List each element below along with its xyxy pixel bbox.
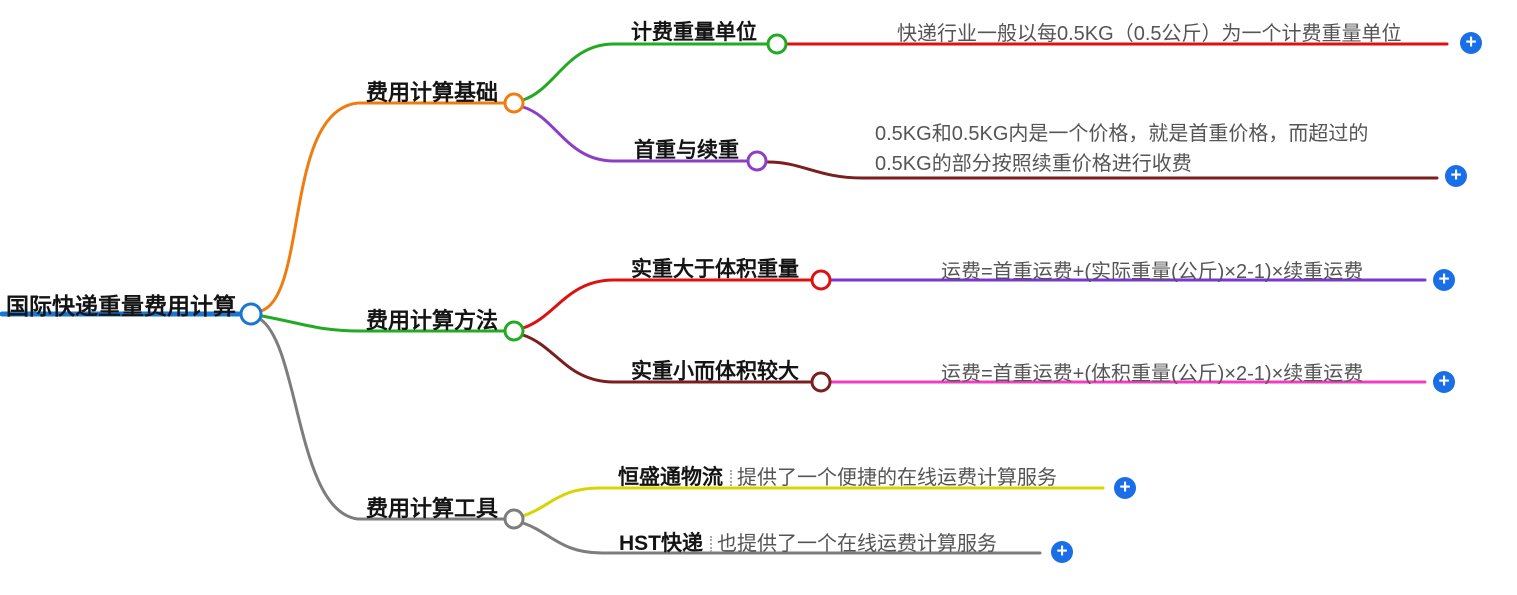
note-separator-icon <box>710 536 712 552</box>
leaf1b-node-circle[interactable] <box>746 150 768 172</box>
note-line-leaf1b <box>766 160 1439 180</box>
leaf-note-first-vs-additional-weight: 0.5KG和0.5KG内是一个价格，就是首重价格，而超过的 0.5KG的部分按照… <box>875 119 1368 179</box>
leaf-label-first-vs-additional-weight[interactable]: 首重与续重 <box>634 139 739 162</box>
note-line-1: 0.5KG和0.5KG内是一个价格，就是首重价格，而超过的 <box>875 123 1369 145</box>
edge-branch3-to-leaf3b <box>521 521 1042 555</box>
leaf-note-volume-weight-formula: 运费=首重运费+(体积重量(公斤)×2-1)×续重运费 <box>941 363 1364 385</box>
edge-branch2-to-leaf2a <box>521 278 812 330</box>
leaf2b-node-circle[interactable] <box>810 371 832 393</box>
expand-plus-icon-leaf3b[interactable]: + <box>1051 541 1073 563</box>
branch1-node-circle[interactable] <box>503 92 525 114</box>
edge-branch3-to-leaf3a <box>521 486 1105 518</box>
leaf1a-node-circle[interactable] <box>766 33 788 55</box>
note-line-2: 0.5KG的部分按照续重价格进行收费 <box>875 153 1192 175</box>
leaf-hst-express[interactable]: HST快递也提供了一个在线运费计算服务 <box>619 527 997 557</box>
leaf-note-billing-weight-unit: 快递行业一般以每0.5KG（0.5公斤）为一个计费重量单位 <box>897 23 1402 45</box>
leaf-label-actual-weight-greater[interactable]: 实重大于体积重量 <box>631 258 799 281</box>
leaf-label-hst-express[interactable]: HST快递 <box>619 532 703 555</box>
edge-branch1-to-leaf1b <box>521 105 748 163</box>
leaf-label-volume-weight-greater[interactable]: 实重小而体积较大 <box>631 360 799 383</box>
expand-plus-icon-leaf2a[interactable]: + <box>1433 269 1455 291</box>
expand-plus-icon-leaf3a[interactable]: + <box>1114 477 1136 499</box>
edge-root-to-branch3 <box>258 317 507 521</box>
note-separator-icon <box>730 470 732 486</box>
expand-plus-icon-leaf1a[interactable]: + <box>1460 32 1482 54</box>
branch2-node-circle[interactable] <box>503 320 525 342</box>
leaf-label-billing-weight-unit[interactable]: 计费重量单位 <box>631 21 757 44</box>
edge-branch1-to-leaf1a <box>521 42 768 102</box>
leaf-note-hengshengtong: 提供了一个便捷的在线运费计算服务 <box>737 467 1057 489</box>
edge-branch2-to-leaf2b <box>521 333 812 384</box>
root-topic-label[interactable]: 国际快递重量费用计算 <box>6 293 236 319</box>
expand-plus-icon-leaf2b[interactable]: + <box>1433 371 1455 393</box>
leaf-hengshengtong[interactable]: 恒盛通物流提供了一个便捷的在线运费计算服务 <box>618 461 1057 491</box>
leaf-note-actual-weight-formula: 运费=首重运费+(实际重量(公斤)×2-1)×续重运费 <box>941 261 1364 283</box>
branch3-node-circle[interactable] <box>503 508 525 530</box>
expand-plus-icon-leaf1b[interactable]: + <box>1445 165 1467 187</box>
leaf2a-node-circle[interactable] <box>810 269 832 291</box>
branch-label-cost-basis[interactable]: 费用计算基础 <box>366 80 499 105</box>
edge-root-to-branch2 <box>260 314 507 333</box>
edge-root-to-branch1 <box>259 101 507 313</box>
root-node-circle[interactable] <box>239 302 263 326</box>
leaf-label-hengshengtong[interactable]: 恒盛通物流 <box>618 466 723 489</box>
branch-label-cost-tools[interactable]: 费用计算工具 <box>366 496 499 521</box>
leaf-note-hst-express: 也提供了一个在线运费计算服务 <box>717 533 997 555</box>
branch-label-cost-method[interactable]: 费用计算方法 <box>366 308 499 333</box>
